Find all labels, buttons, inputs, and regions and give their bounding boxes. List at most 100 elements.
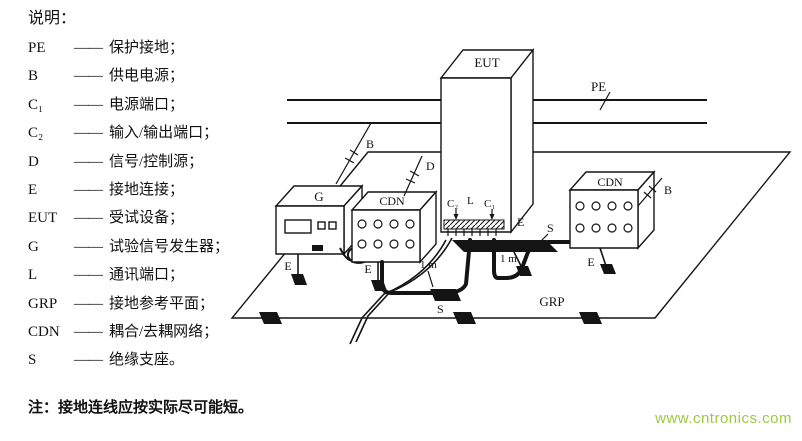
g-knob-1 (317, 221, 326, 230)
length-label-right: 1 m (500, 253, 517, 265)
e-label-cdn-left: E (364, 262, 371, 276)
d-break-tick (405, 178, 416, 184)
b-right-break-tick (648, 185, 657, 193)
legend-item: L —— 通讯端口； (28, 263, 229, 291)
footnote: 注：接地连线应按实际尽可能短。 (28, 399, 254, 416)
legend-item: GRP —— 接地参考平面； (28, 292, 229, 320)
watermark: www.cntronics.com (655, 410, 792, 427)
legend-term: L (28, 267, 38, 284)
legend-dash: —— (74, 68, 103, 85)
len-left-leader (427, 270, 434, 288)
legend-dash: —— (74, 352, 103, 369)
c2-label: C₂ (447, 198, 458, 210)
legend-title: 说明： (28, 10, 77, 27)
signal-feed-d (403, 155, 423, 197)
eut-side-face (510, 47, 534, 235)
legend-dash: —— (74, 96, 103, 113)
legend-term: E (28, 181, 38, 198)
legend-term: GRP (28, 295, 58, 312)
legend-item: C₂ —— 输入/输出端口； (28, 121, 229, 149)
cdn-right-terminal (607, 201, 617, 211)
eut-front-face (440, 77, 512, 233)
legend-dash: —— (74, 267, 103, 284)
legend-dash: —— (74, 295, 103, 312)
bonding-strap-middle (453, 312, 476, 324)
b-right-label: B (664, 183, 672, 197)
cdn-right-ground-strap (600, 264, 616, 274)
legend: 说明： PE —— 保护接地； B —— 供电电源； C₁ —— 电源端口； C… (28, 6, 229, 377)
legend-term: G (28, 238, 39, 255)
s-eut-leader (539, 233, 549, 243)
diagram-labels: EUT PE GRP G CDN CDN B B D C₂ L C₁ E E E… (284, 55, 672, 316)
length-label-left: 1 m (420, 259, 437, 271)
b-right-wire (637, 177, 663, 207)
legend-desc: 供电电源； (109, 68, 185, 85)
g-connector (312, 245, 323, 251)
legend-item: PE —— 保护接地； (28, 36, 229, 64)
grp-label: GRP (539, 294, 564, 309)
legend-item: EUT —— 受试设备； (28, 206, 229, 234)
legend-term: C₁ (28, 96, 44, 113)
pe-tap-tick (599, 91, 611, 111)
bonding-strap-left (259, 312, 282, 324)
c1-label: C₁ (484, 198, 495, 210)
cdn-left-label: CDN (379, 194, 405, 208)
legend-desc: 受试设备； (109, 210, 185, 227)
g-label: G (314, 189, 323, 204)
cdn-right-terminal (623, 201, 633, 211)
cdn-left-terminal (405, 219, 415, 229)
cdn-right-ground-wire (599, 247, 607, 267)
coupling-cable-right (492, 238, 576, 280)
cdn-left-terminal (373, 239, 383, 249)
cdn-left-front-face (351, 209, 421, 263)
eut-label: EUT (474, 55, 499, 70)
legend-term: S (28, 352, 37, 369)
b-left-break-tick (349, 149, 359, 156)
legend-desc: 电源端口； (109, 96, 185, 113)
legend-item: E —— 接地连接； (28, 178, 229, 206)
b-right-break-tick (643, 191, 652, 199)
b-left-break-tick (344, 157, 355, 164)
legend-item: D —— 信号/控制源； (28, 150, 229, 178)
cdn-left-terminal (357, 239, 367, 249)
legend-dash: —— (74, 153, 103, 170)
c2-arrowhead (453, 214, 459, 220)
legend-desc: 试验信号发生器； (109, 238, 230, 255)
cord-line (349, 239, 447, 345)
cable-left (380, 238, 472, 295)
g-knob-2 (328, 221, 337, 230)
legend-item: C₁ —— 电源端口； (28, 93, 229, 121)
legend-dash: —— (74, 238, 103, 255)
supply-feed-left (335, 122, 372, 185)
legend-desc: 信号/控制源； (109, 153, 204, 170)
legend-term: B (28, 68, 39, 85)
legend-term: EUT (28, 210, 58, 227)
eut-box (439, 47, 558, 276)
cdn-left-box (350, 190, 438, 291)
cdn-right-terminal (575, 201, 585, 211)
cdn-left-terminal (357, 219, 367, 229)
cdn-right-terminal (575, 223, 585, 233)
d-label: D (426, 159, 435, 173)
g-display (284, 219, 312, 234)
legend-item: B —— 供电电源； (28, 64, 229, 92)
port-pins (447, 229, 497, 236)
cdn-right-terminal (591, 223, 601, 233)
legend-term: C₂ (28, 125, 44, 142)
legend-desc: 绝缘支座。 (109, 352, 185, 369)
pe-label: PE (591, 79, 606, 94)
e-label-g: E (284, 259, 291, 273)
e-label-eut: E (517, 215, 524, 229)
cdn-right-terminal (591, 201, 601, 211)
cdn-right-box (568, 170, 663, 274)
cdn-right-label: CDN (597, 175, 623, 189)
cdn-left-terminal (389, 219, 399, 229)
legend-term: D (28, 153, 39, 170)
d-break-tick (409, 170, 420, 177)
legend-desc: 通讯端口； (109, 267, 185, 284)
coupling-cable-left (380, 238, 472, 301)
cdn-left-terminal (389, 239, 399, 249)
legend-item: S —— 绝缘支座。 (28, 348, 229, 376)
legend-desc: 接地连接； (109, 181, 185, 198)
legend-term: PE (28, 40, 46, 56)
